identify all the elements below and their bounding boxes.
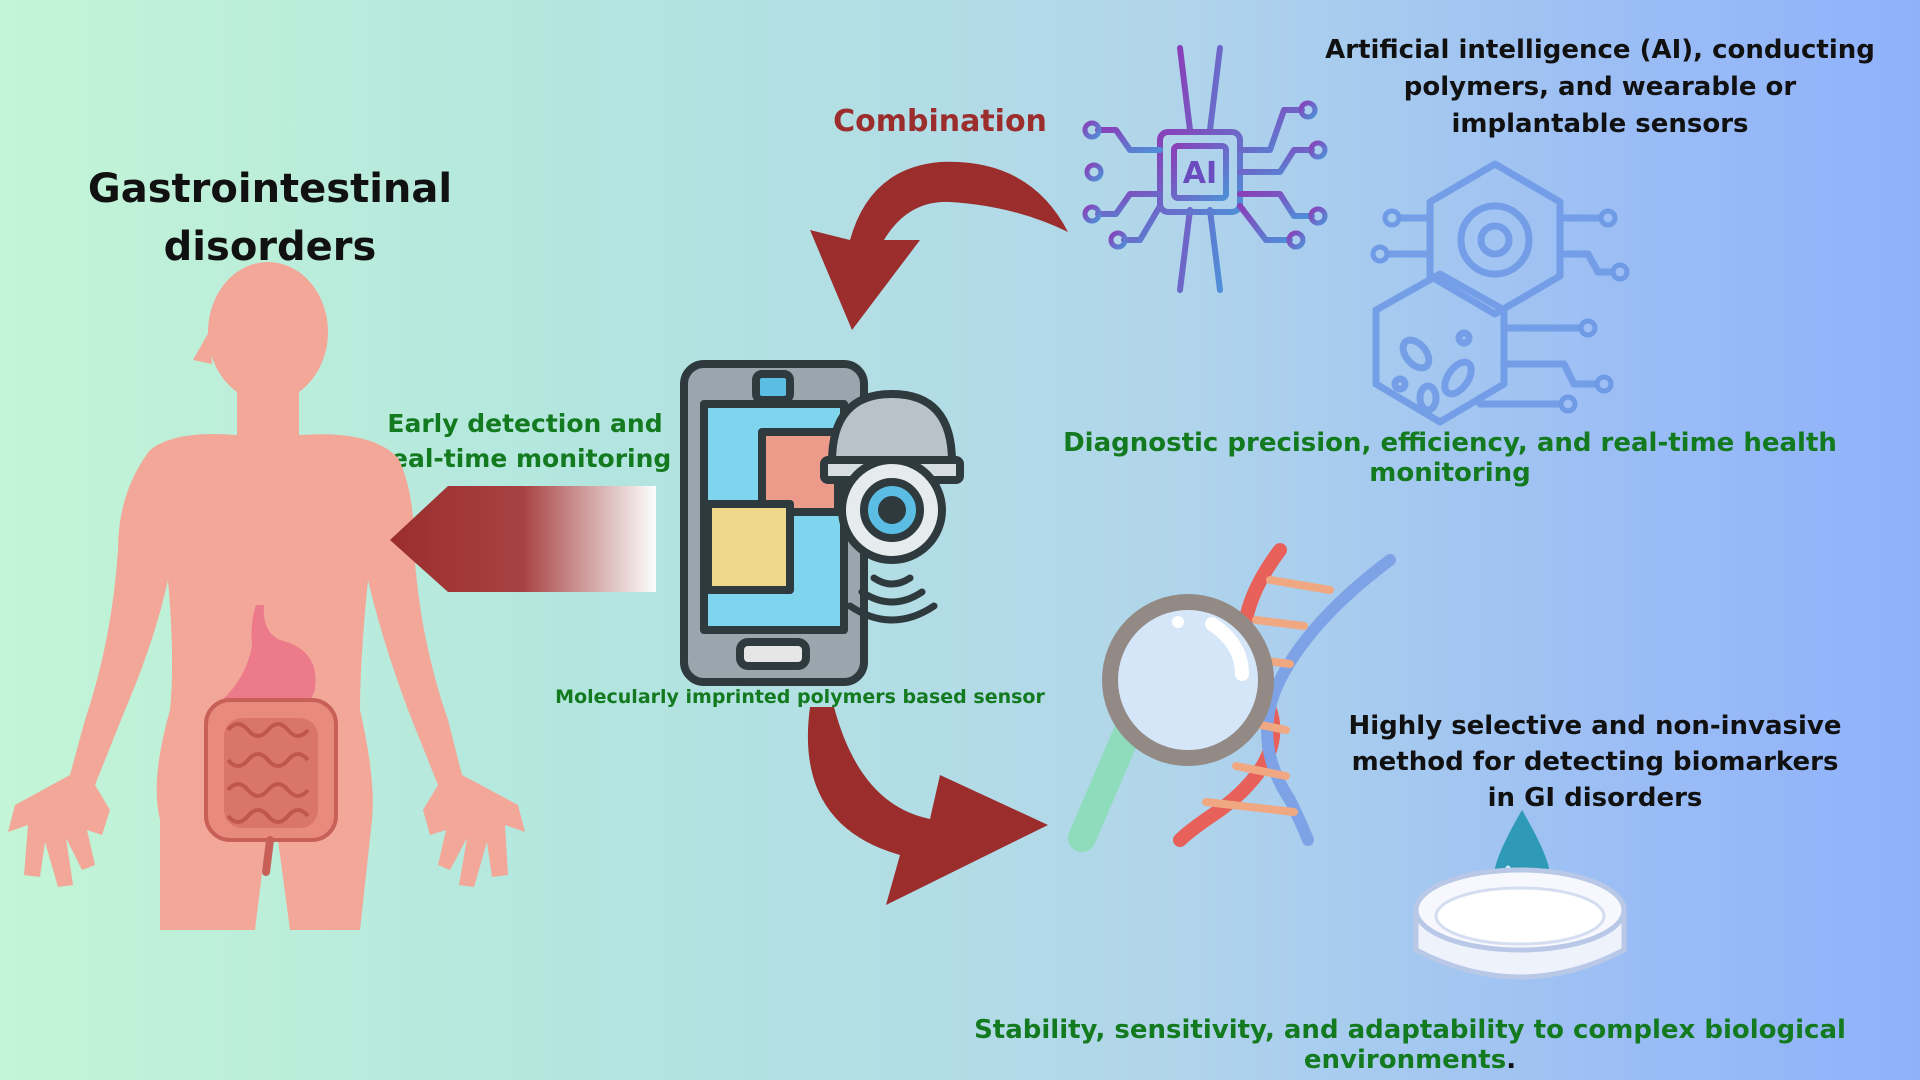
smartphone-sensor-icon	[680, 360, 964, 686]
page-title: Gastrointestinal disorders	[87, 166, 453, 270]
ai-polymers-sensors-text: Artificial intelligence (AI), conducting…	[1325, 35, 1875, 139]
stability-text-main: Stability, sensitivity, and adaptability…	[974, 1015, 1846, 1075]
dna-magnifier-icon	[1068, 543, 1396, 852]
combination-label: Combination	[833, 104, 1047, 139]
petri-dish-drop-icon	[1413, 810, 1627, 980]
early-detection-text: Early detection and real-time monitoring	[378, 409, 672, 473]
diagnostic-precision-text: Diagnostic precision, efficiency, and re…	[1063, 428, 1837, 488]
selective-method-text: Highly selective and non-invasive method…	[1348, 711, 1842, 813]
ai-chip-icon: AI	[1082, 45, 1328, 293]
sensor-label: Molecularly imprinted polymers based sen…	[555, 686, 1045, 708]
stability-text: Stability, sensitivity, and adaptability…	[920, 1015, 1900, 1075]
stability-text-period: .	[1506, 1045, 1517, 1075]
combination-curved-arrow	[810, 161, 1068, 330]
arrow-to-body	[390, 486, 656, 592]
down-curved-arrow	[807, 707, 1048, 905]
polymer-hexagon-icon	[1370, 160, 1630, 426]
human-body-icon	[8, 262, 525, 930]
ai-chip-label: AI	[1183, 156, 1217, 191]
